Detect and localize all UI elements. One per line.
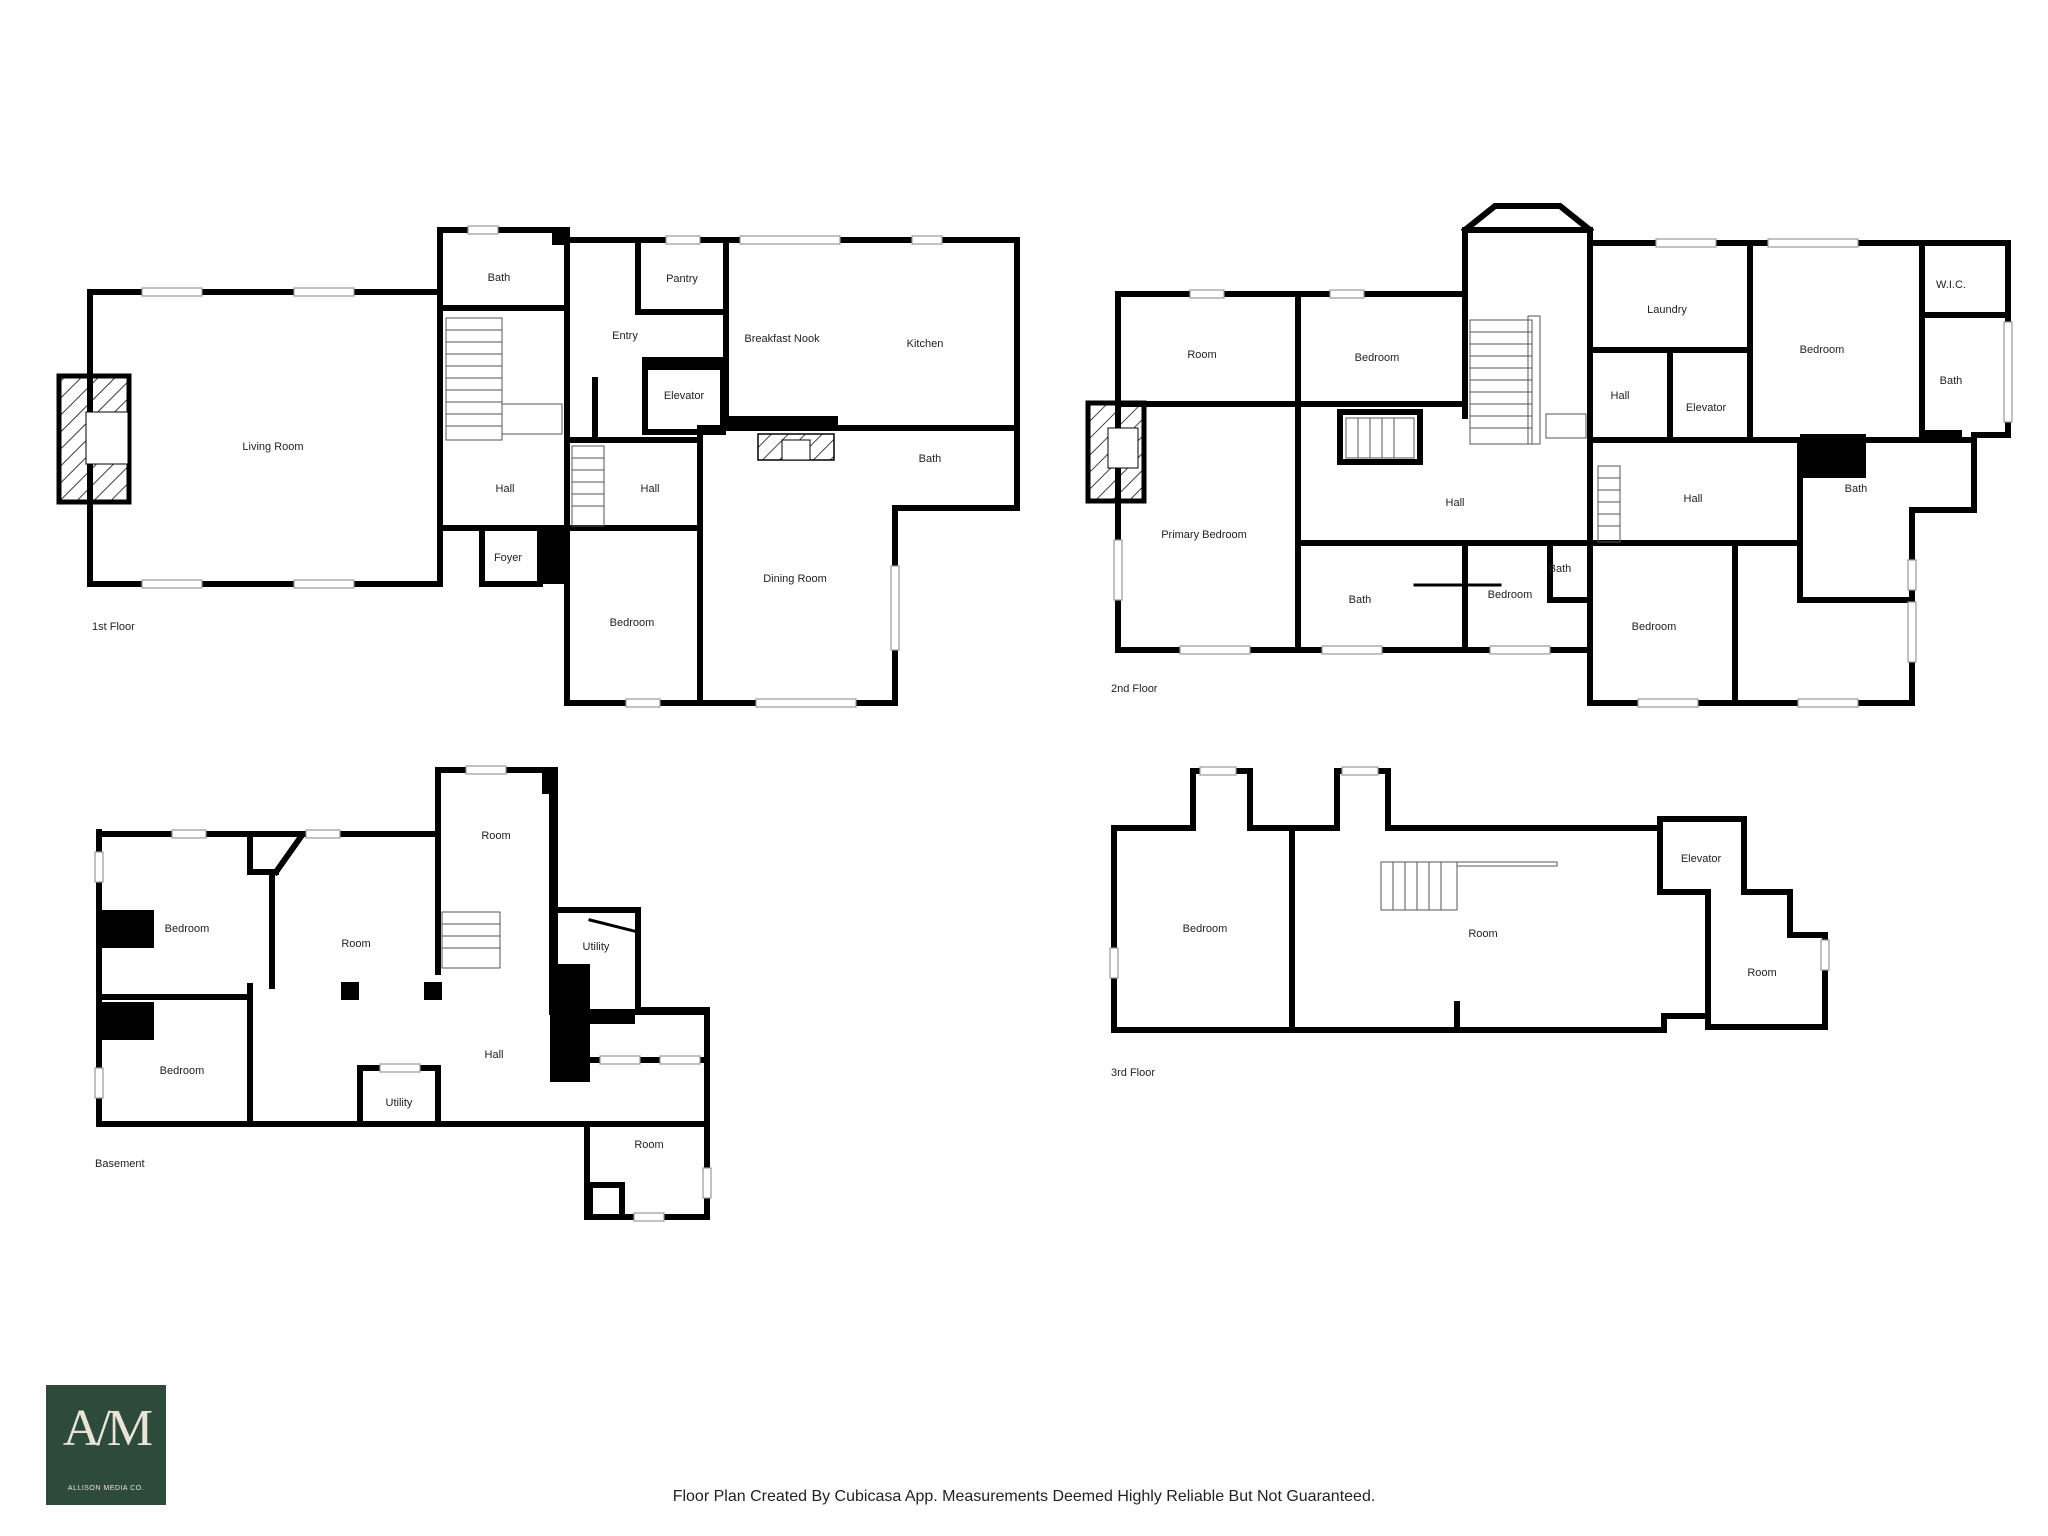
floor-title: 2nd Floor <box>1111 683 1158 695</box>
room-label: Hall <box>496 483 515 495</box>
room-label: Room <box>1187 349 1216 361</box>
room-label: Bedroom <box>165 923 210 935</box>
room-label: Bedroom <box>1355 352 1400 364</box>
floor-2nd: W.I.C. Laundry Bedroom Room Bedroom Hall… <box>1085 203 2013 708</box>
room-label: Primary Bedroom <box>1161 529 1247 541</box>
room-label: Breakfast Nook <box>744 333 820 345</box>
floor-1st: Bath Pantry Entry Breakfast Nook Kitchen… <box>56 225 1020 708</box>
room-label: Elevator <box>1681 853 1722 865</box>
room-label: Utility <box>386 1097 413 1109</box>
room-label: Bath <box>1940 375 1963 387</box>
room-label: Bedroom <box>1488 589 1533 601</box>
room-label: Foyer <box>494 552 522 564</box>
room-label: Bath <box>1349 594 1372 606</box>
room-label: Bedroom <box>1800 344 1845 356</box>
room-label: Hall <box>1446 497 1465 509</box>
floor-title: Basement <box>95 1158 145 1170</box>
room-label: Bedroom <box>160 1065 205 1077</box>
room-label: Hall <box>641 483 660 495</box>
room-label: W.I.C. <box>1936 279 1966 291</box>
room-label: Living Room <box>242 441 303 453</box>
room-label: Bath <box>1549 563 1572 575</box>
room-label: Dining Room <box>763 573 827 585</box>
room-label: Bedroom <box>1632 621 1677 633</box>
room-label: Laundry <box>1647 304 1687 316</box>
room-label: Bath <box>919 453 942 465</box>
room-label: Pantry <box>666 273 698 285</box>
room-label: Elevator <box>1686 402 1727 414</box>
room-label: Bath <box>488 272 511 284</box>
allison-media-logo: A/M ALLISON MEDIA CO. <box>46 1385 166 1505</box>
floor-3rd: Elevator Bedroom Room Room 3rd Floor <box>1109 766 1830 1079</box>
room-label: Room <box>481 830 510 842</box>
room-label: Room <box>634 1139 663 1151</box>
disclaimer-text: Floor Plan Created By Cubicasa App. Meas… <box>672 1488 1376 1505</box>
room-label: Bedroom <box>1183 923 1228 935</box>
room-label: Hall <box>485 1049 504 1061</box>
floor-title: 3rd Floor <box>1111 1067 1155 1079</box>
room-label: Kitchen <box>907 338 944 350</box>
room-label: Room <box>1747 967 1776 979</box>
room-label: Bedroom <box>610 617 655 629</box>
floor-basement: Room Bedroom Room Utility Hall Bedroom U… <box>94 765 712 1222</box>
room-label: Hall <box>1684 493 1703 505</box>
logo-mark: A/M <box>62 1400 153 1457</box>
room-label: Elevator <box>664 390 705 402</box>
room-label: Entry <box>612 330 638 342</box>
floor-title: 1st Floor <box>92 621 135 633</box>
room-label: Hall <box>1611 390 1630 402</box>
room-label: Bath <box>1845 483 1868 495</box>
room-label: Room <box>1468 928 1497 940</box>
room-label: Room <box>341 938 370 950</box>
room-label: Utility <box>583 941 610 953</box>
logo-subtitle: ALLISON MEDIA CO. <box>67 1485 145 1492</box>
